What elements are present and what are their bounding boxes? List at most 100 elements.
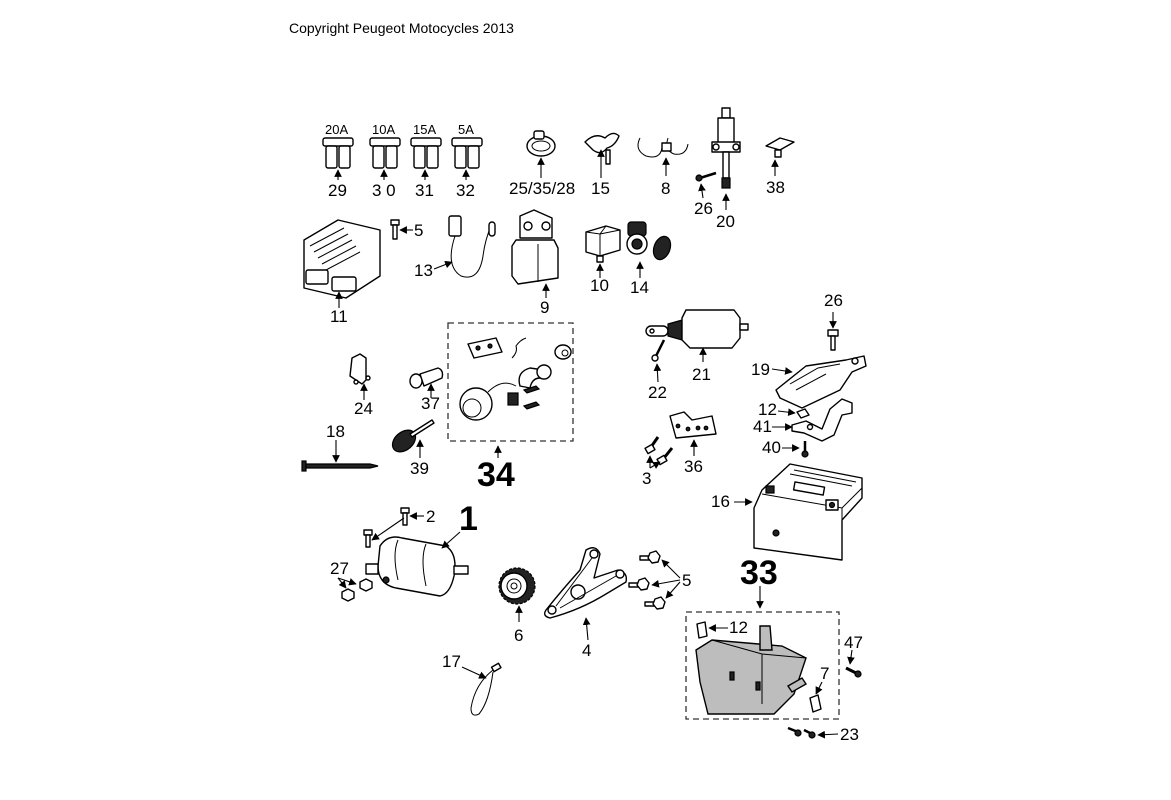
bolt-5-upper-part[interactable]	[390, 219, 400, 240]
starter-motor-part[interactable]	[365, 536, 469, 597]
nut-clip-12-upper-part[interactable]	[796, 408, 810, 419]
bolts-5-lower-part[interactable]	[628, 550, 666, 610]
idler-arm-part[interactable]	[543, 547, 628, 619]
leader-19	[771, 367, 793, 375]
double-hose-clip-part[interactable]	[637, 137, 689, 158]
callout-12-lower[interactable]: 12	[729, 618, 748, 637]
ignition-lock-set-group[interactable]	[447, 322, 574, 442]
leader-3b	[649, 461, 661, 469]
callout-27[interactable]: 27	[330, 559, 349, 578]
callout-18[interactable]: 18	[326, 422, 345, 441]
leader-23	[817, 730, 839, 739]
long-cable-tie-part[interactable]	[301, 460, 379, 472]
callout-4[interactable]: 4	[582, 641, 591, 660]
screw-26-part[interactable]	[695, 171, 717, 182]
copyright-notice: Copyright Peugeot Motocycles 2013	[289, 20, 514, 36]
callout-40[interactable]: 40	[762, 438, 781, 457]
callout-10[interactable]: 10	[590, 276, 609, 295]
callout-37[interactable]: 37	[421, 394, 440, 413]
callout-26-top[interactable]: 26	[694, 199, 713, 218]
fuse-20a[interactable]: 20A	[322, 122, 354, 169]
leader-5-lower-a	[661, 559, 681, 579]
leader-22	[653, 363, 662, 383]
callout-19[interactable]: 19	[751, 360, 770, 379]
callout-11[interactable]: 11	[330, 307, 348, 326]
callout-1[interactable]: 1	[459, 500, 478, 538]
callout-26-right[interactable]: 26	[824, 291, 843, 310]
callout-17[interactable]: 17	[442, 652, 461, 671]
callout-32[interactable]: 32	[456, 181, 475, 200]
callout-47[interactable]: 47	[844, 633, 863, 652]
sensor-cable-part[interactable]	[448, 215, 496, 278]
callout-41[interactable]: 41	[753, 417, 772, 436]
callout-20[interactable]: 20	[716, 212, 735, 231]
callout-14[interactable]: 14	[630, 278, 649, 297]
fuse-rating-label: 15A	[413, 122, 436, 137]
fuse-15a[interactable]: 15A	[410, 122, 442, 169]
screws-23-part[interactable]	[787, 726, 816, 739]
battery-part[interactable]	[753, 463, 863, 561]
bolt-26-right-part[interactable]	[827, 329, 839, 351]
cap-37-part[interactable]	[409, 367, 444, 389]
leader-5-lower-b	[651, 579, 681, 588]
leader-2b	[371, 517, 405, 541]
callout-2[interactable]: 2	[426, 507, 435, 526]
callout-15[interactable]: 15	[591, 179, 610, 198]
fuse-rating-label: 10A	[372, 122, 395, 137]
callout-22[interactable]: 22	[648, 383, 667, 402]
callout-39[interactable]: 39	[410, 459, 429, 478]
lock-actuator-part[interactable]	[645, 309, 749, 349]
callout-6[interactable]: 6	[514, 626, 523, 645]
screw-22-part[interactable]	[651, 339, 666, 362]
cable-holder-24-part[interactable]	[349, 353, 371, 385]
callout-24[interactable]: 24	[354, 399, 373, 418]
fuse-rating-label: 5A	[458, 122, 474, 137]
relay-part[interactable]	[585, 225, 621, 263]
support-bracket-41-part[interactable]	[791, 398, 853, 442]
callout-5-upper[interactable]: 5	[414, 221, 423, 240]
callout-38[interactable]: 38	[766, 178, 785, 197]
callout-29[interactable]: 29	[328, 181, 347, 200]
clip-7-part[interactable]	[809, 694, 822, 713]
brake-switch-part[interactable]	[711, 107, 741, 189]
callout-3[interactable]: 3	[642, 469, 651, 488]
battery-tray-bracket-part[interactable]	[775, 355, 867, 409]
callout-31[interactable]: 31	[415, 181, 434, 200]
cable-clip-part[interactable]	[584, 132, 620, 165]
screw-40-part[interactable]	[801, 441, 809, 458]
callout-13[interactable]: 13	[414, 261, 433, 280]
leader-27a	[337, 577, 357, 586]
leader-13	[433, 260, 453, 270]
callout-30[interactable]: 3 0	[372, 181, 396, 200]
callout-21[interactable]: 21	[692, 365, 711, 384]
callout-33[interactable]: 33	[740, 554, 778, 592]
callout-34[interactable]: 34	[477, 456, 515, 494]
power-socket-part[interactable]	[626, 221, 674, 262]
fuse-5a[interactable]: 5A	[451, 122, 483, 169]
hose-clamp-part[interactable]	[526, 130, 556, 157]
ignition-lock-set-parts	[459, 337, 572, 421]
bolts-3-part[interactable]	[644, 436, 674, 466]
callout-25-35-28[interactable]: 25/35/28	[509, 179, 575, 198]
starter-gear-part[interactable]	[498, 567, 536, 605]
callout-12-upper[interactable]: 12	[758, 400, 777, 419]
callout-7[interactable]: 7	[820, 664, 829, 683]
voltage-regulator-part[interactable]	[303, 219, 381, 299]
callout-36[interactable]: 36	[684, 457, 703, 476]
callout-5-lower[interactable]: 5	[682, 571, 691, 590]
bolts-2-part[interactable]	[363, 507, 410, 548]
starter-relay-part[interactable]	[511, 209, 559, 285]
screw-47-part[interactable]	[845, 666, 862, 678]
mounting-plate-36-part[interactable]	[669, 411, 717, 439]
callout-16[interactable]: 16	[711, 492, 730, 511]
callout-8[interactable]: 8	[661, 179, 670, 198]
fuse-10a[interactable]: 10A	[369, 122, 401, 169]
cable-tie-loop-part[interactable]	[470, 662, 502, 716]
key-blank-part[interactable]	[388, 419, 435, 456]
nuts-27-part[interactable]	[341, 578, 373, 602]
fastener-clip-38-part[interactable]	[765, 137, 795, 158]
clip-12-lower-part[interactable]	[696, 621, 708, 639]
callout-9[interactable]: 9	[540, 298, 549, 317]
leader-47	[847, 649, 855, 665]
callout-23[interactable]: 23	[840, 725, 859, 744]
